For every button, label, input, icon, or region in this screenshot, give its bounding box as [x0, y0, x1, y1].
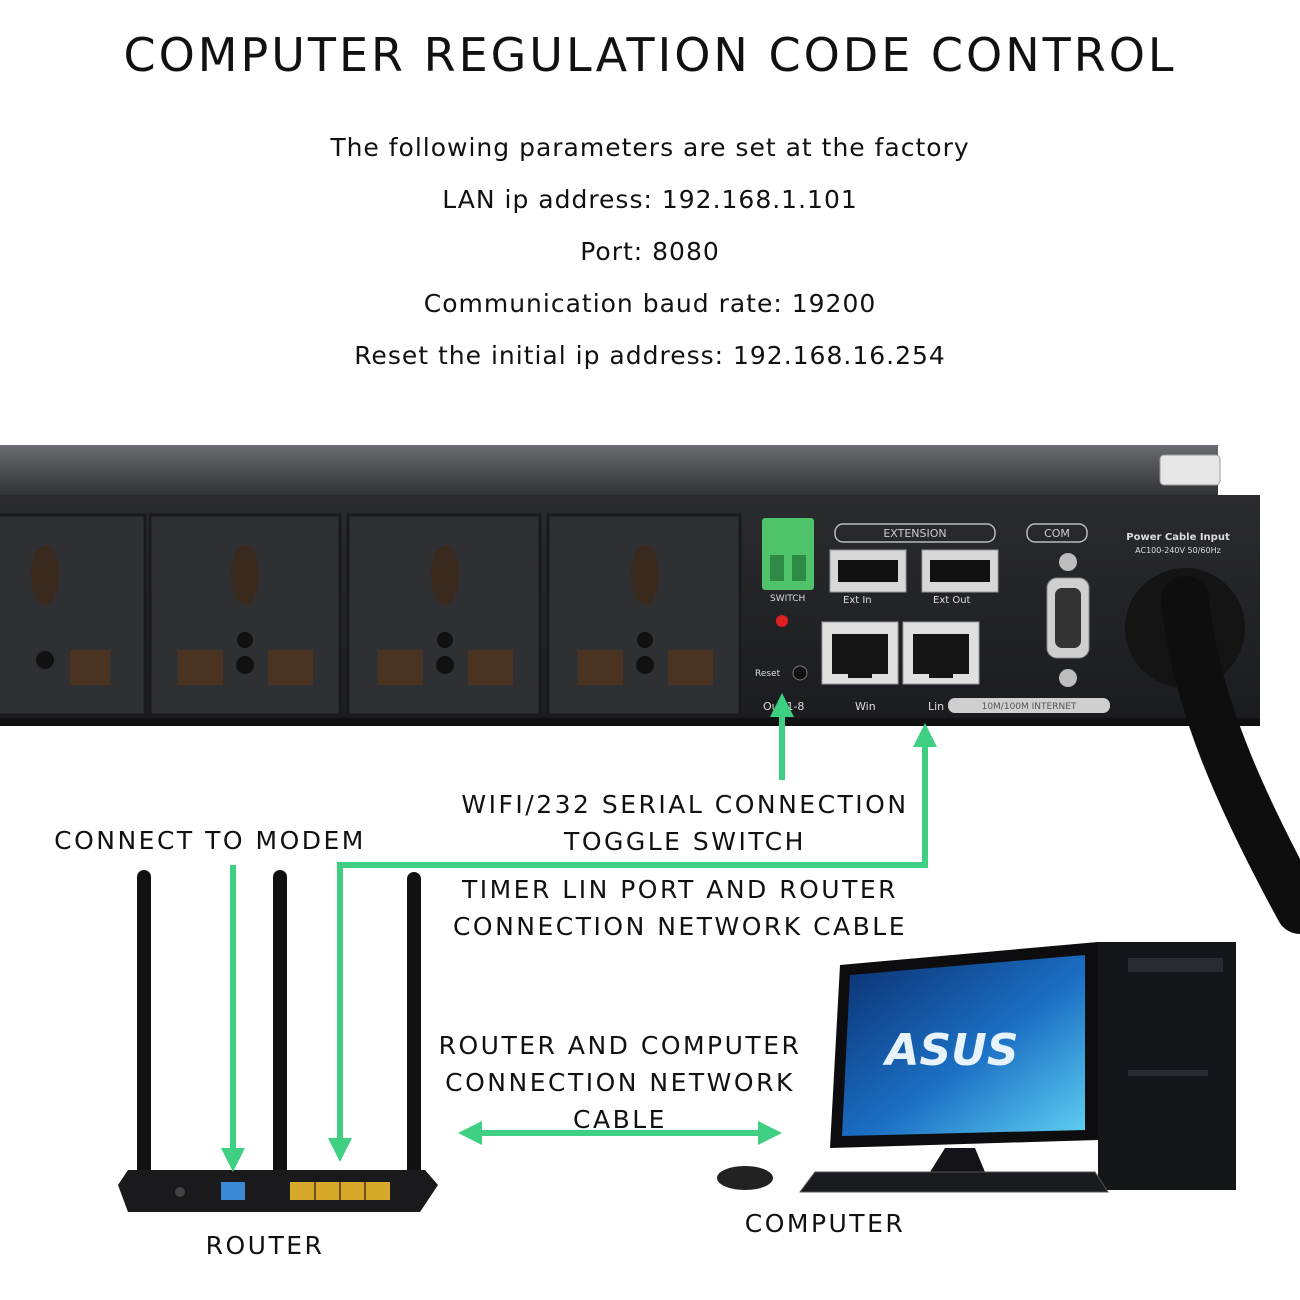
status-led	[776, 615, 788, 627]
router-antenna-left	[137, 870, 151, 1190]
page-title: COMPUTER REGULATION CODE CONTROL	[123, 28, 1177, 82]
power-spec-label: AC100-240V 50/60Hz	[1135, 546, 1221, 555]
power-controller-device: SWITCH EXTENSION Ext In Ext Out Reset	[0, 445, 1300, 934]
computer-tower	[1098, 942, 1236, 1190]
com-screw-top	[1059, 553, 1077, 571]
lin-router-cable-arrow	[328, 723, 937, 1162]
internet-pill	[948, 698, 1110, 713]
timer-label-line1: TIMER LIN PORT AND ROUTER	[461, 875, 899, 904]
param-reset-ip: Reset the initial ip address: 192.168.16…	[354, 341, 946, 370]
mouse	[717, 1166, 773, 1190]
monitor-brand: ASUS	[882, 1025, 1018, 1076]
power-input-label: Power Cable Input	[1126, 532, 1230, 543]
reset-button[interactable]	[792, 665, 808, 681]
ext-out-label: Ext Out	[933, 595, 971, 606]
param-baud-rate: Communication baud rate: 19200	[423, 289, 877, 318]
factory-parameters: The following parameters are set at the …	[0, 128, 1300, 388]
timer-lin-label: TIMER LIN PORT AND ROUTER CONNECTION NET…	[420, 871, 940, 945]
switch-label: SWITCH	[770, 594, 805, 604]
win-label: Win	[855, 700, 876, 713]
extension-frame	[834, 523, 996, 543]
socket-2	[148, 513, 342, 717]
router-device	[118, 870, 438, 1212]
timer-label-line2: CONNECTION NETWORK CABLE	[452, 912, 908, 941]
chassis-bottom-edge	[0, 718, 1260, 726]
lin-label: Lin	[928, 700, 944, 713]
rc-label-line2: CONNECTION NETWORK	[445, 1068, 795, 1097]
switch-terminal-block	[762, 518, 814, 590]
com-screw-bottom	[1059, 669, 1077, 687]
param-port: Port: 8080	[580, 237, 720, 266]
ext-out-port	[921, 549, 999, 593]
rc-label-line3: CABLE	[573, 1105, 667, 1134]
chassis-top	[0, 445, 1218, 500]
win-ethernet-port	[821, 621, 899, 685]
param-lan-ip: LAN ip address: 192.168.1.101	[442, 185, 858, 214]
router-wan-port	[221, 1182, 245, 1200]
router-label: ROUTER	[205, 1231, 325, 1260]
monitor-stand	[930, 1148, 985, 1172]
ext-in-port	[829, 549, 907, 593]
param-intro: The following parameters are set at the …	[330, 133, 970, 162]
connection-arrows	[221, 693, 937, 1172]
computer-label: COMPUTER	[744, 1209, 906, 1238]
connect-modem-label: CONNECT TO MODEM	[54, 826, 366, 855]
serial-label-line1: WIFI/232 SERIAL CONNECTION	[461, 790, 909, 819]
ext-in-label: Ext In	[843, 595, 872, 606]
serial-label-line2: TOGGLE SWITCH	[564, 827, 806, 856]
reset-label: Reset	[755, 669, 781, 679]
keyboard	[799, 1171, 1109, 1193]
com-label: COM	[1044, 527, 1070, 540]
rack-ear	[1159, 454, 1221, 486]
socket-1	[0, 513, 147, 717]
lin-ethernet-port	[902, 621, 980, 685]
socket-3	[346, 513, 542, 717]
internet-label: 10M/100M INTERNET	[982, 702, 1077, 712]
router-antenna-middle	[273, 870, 287, 1180]
serial-connection-label: WIFI/232 SERIAL CONNECTION TOGGLE SWITCH	[440, 786, 930, 860]
socket-4	[546, 513, 742, 717]
router-computer-label: ROUTER AND COMPUTER CONNECTION NETWORK C…	[410, 1027, 830, 1138]
extension-label: EXTENSION	[883, 527, 946, 540]
power-cable	[1161, 576, 1300, 934]
com-frame	[1026, 523, 1088, 543]
rc-label-line1: ROUTER AND COMPUTER	[438, 1031, 802, 1060]
router-body	[118, 1170, 438, 1212]
